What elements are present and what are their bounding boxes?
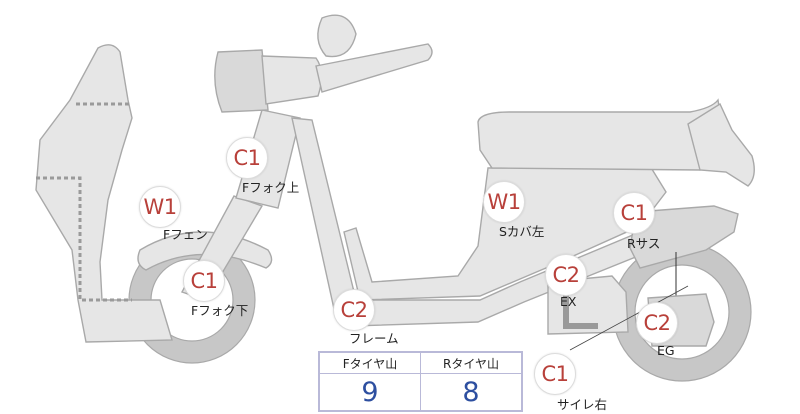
part-label: Fフォク上	[242, 180, 300, 195]
front-cowl	[35, 44, 173, 343]
code-badge: C2	[545, 254, 587, 296]
part-label: EX	[560, 294, 577, 309]
rear-tire-inner	[634, 264, 730, 360]
front-tread-header: Fタイヤ山	[318, 351, 421, 374]
handlebar-grip	[315, 43, 433, 93]
part-label: Sカバ左	[499, 224, 545, 239]
part-label: Fフォク下	[191, 303, 249, 318]
code-badge: C1	[183, 260, 225, 302]
seat	[477, 98, 723, 171]
rear-shock	[629, 205, 739, 269]
rear-tread-value: 8	[420, 373, 523, 412]
code-badge: C1	[534, 353, 576, 395]
rear-cowl	[687, 102, 755, 187]
code-badge: W1	[483, 181, 525, 223]
tire-tread-table: Fタイヤ山 Rタイヤ山 9 8	[318, 351, 523, 412]
code-badge: C2	[636, 302, 678, 344]
front-tread-value: 9	[318, 373, 421, 412]
part-label: Fフェン	[163, 227, 208, 242]
part-label: サイレ右	[557, 397, 608, 412]
code-badge: C1	[613, 192, 655, 234]
code-badge: C1	[226, 137, 268, 179]
part-label: フレーム	[349, 331, 399, 346]
headlight	[214, 49, 269, 113]
handle-housing	[261, 55, 323, 105]
part-label: EG	[657, 343, 675, 358]
part-label: Rサス	[627, 236, 661, 251]
code-badge: C2	[333, 289, 375, 331]
code-badge: W1	[139, 186, 181, 228]
rear-tread-header: Rタイヤ山	[420, 351, 523, 374]
mirror	[317, 14, 357, 58]
